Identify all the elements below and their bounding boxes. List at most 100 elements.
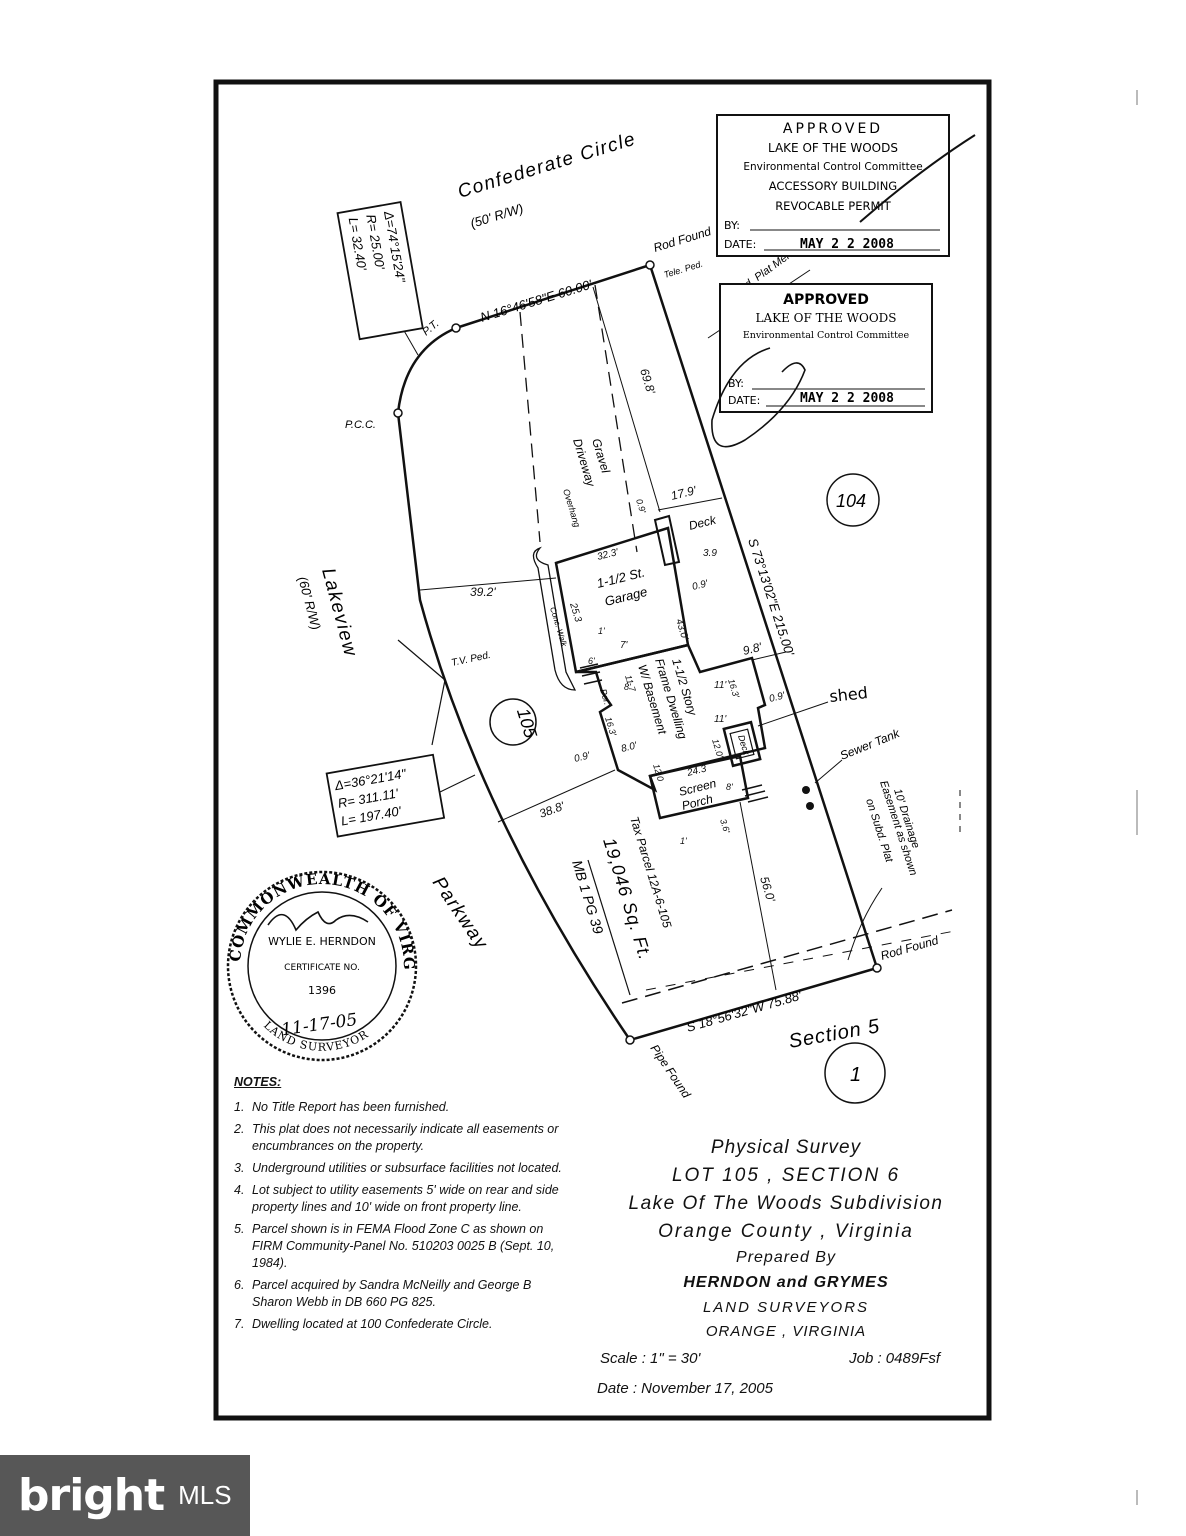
signature-stroke [859,134,976,223]
note-number: 6. [234,1278,245,1292]
survey-date: Date : November 17, 2005 [597,1380,773,1397]
dimension-text: 0.9' [691,578,710,593]
seal-signature [267,910,369,932]
dimension-line [419,577,557,591]
dimension-text: 3.9 [703,548,717,559]
lot-number: 1 [850,1064,861,1086]
stamp-title: APPROVED [783,121,883,137]
pcc-label: P.C.C. [345,419,376,431]
dimension-text: 1' [680,836,687,846]
stamp-line: Environmental Control Committee [743,161,922,173]
sewer-tank [802,786,810,794]
leader-line [439,774,476,793]
lot-number: 105 [513,706,541,742]
scale-job-row: Scale : 1" = 30' Job : 0489Fsf [600,1350,940,1367]
prepared-by-label: Prepared By [736,1249,836,1266]
drainage-leader [847,887,883,961]
overhang-label: Overhang [561,488,582,529]
bearing-top: N 16°46'58"E 60.00' [478,276,594,324]
lot-circle [826,473,880,527]
rod-found-label: Rod Found [879,933,940,963]
pipe-found-marker [625,1035,635,1045]
street-label-lakeview: Lakeview [317,566,361,660]
underline [587,859,631,996]
tv-pedestal-line [397,639,446,681]
easement-line [645,929,961,991]
dimension-text: 25.3 [567,601,584,624]
dimension-text: 8.0' [620,740,639,755]
shed-footprint [722,720,762,768]
note-item: 2. This plat does not necessarily indica… [234,1121,574,1155]
note-number: 5. [234,1222,245,1236]
brand-logo-text: bright [18,1470,165,1521]
stamp-title: APPROVED [783,292,869,308]
porch-steps [579,663,769,803]
dimension-line [497,769,616,823]
dimension-text: 43.0' [673,618,690,643]
rod-found-label: Rod Found [652,224,713,255]
dimension-text: 12.0' [710,738,725,760]
sewer-tank-label: Sewer Tank [838,726,903,763]
street-row-lakeview: (60' R/W) [295,575,324,632]
seal-cert-label: CERTIFICATE NO. [284,963,360,973]
plat-border [213,79,992,1421]
pipe-found-label: Pipe Found [648,1042,694,1101]
scale-text: Scale : 1" = 30' [600,1350,701,1367]
deck-footprint [653,514,681,567]
seal-name: WYLIE E. HERNDON [268,935,376,948]
tv-pedestal-line [431,679,446,746]
dimension-line [751,651,787,661]
tv-ped-label: T.V. Ped. [450,650,491,669]
property-boundary [396,263,879,1042]
lot-section: LOT 105 , SECTION 6 [671,1165,901,1186]
notes-section: NOTES: 1. No Title Report has been furni… [234,1074,574,1338]
dimension-text: 17.9' [669,483,698,503]
street-row-confederate: (50' R/W) [468,201,524,231]
dimension-text: 1' [598,626,605,636]
note-text: Parcel acquired by Sandra McNeilly and G… [252,1278,532,1309]
driveway-edge [519,311,541,543]
dimension-text: 0.9' [634,498,648,515]
dimension-text: 32.3' [596,547,620,563]
pt-marker [451,323,461,333]
pcc-marker [393,408,403,418]
note-text: This plat does not necessarily indicate … [252,1122,559,1153]
note-number: 3. [234,1161,245,1175]
note-number: 7. [234,1317,245,1331]
dimension-line [739,801,777,991]
dimension-text: 38.8' [537,799,567,821]
notes-title: NOTES: [234,1075,282,1089]
bearing-bottom: S 18°56'32"W 75.88' [685,988,804,1035]
note-number: 2. [234,1122,245,1136]
street-label-parkway: Parkway [428,873,492,954]
dimension-text: 11.7 [623,674,638,694]
firm-type: LAND SURVEYORS [702,1299,870,1316]
dimension-text: 16.3' [726,678,741,700]
driveway-edge [594,284,638,553]
lot-number: 104 [836,491,866,511]
firm-location: ORANGE , VIRGINIA [705,1323,867,1340]
dimension-text: 0.9' [573,750,592,765]
survey-type: Physical Survey [710,1137,862,1158]
approval-stamp-accessory: APPROVED LAKE OF THE WOODS Environmental… [716,114,976,257]
dimension-text: 11' [714,680,727,691]
dimension-text: 11' [714,714,727,725]
dimension-text: 6' [588,656,595,666]
section-5-label: Section 5 [787,1015,882,1053]
dimension-text: 0.9' [768,690,787,705]
note-item: 3. Underground utilities or subsurface f… [234,1160,574,1177]
note-text: No Title Report has been furnished. [252,1100,450,1114]
stamp-date-label: DATE: [728,394,760,407]
deck-label: Deck [687,512,718,532]
stamp-by: BY: [728,377,744,390]
dimension-text: 8' [624,682,631,692]
dimension-text: 3.6' [718,818,732,835]
dimension-text: 56.0' [757,875,778,904]
tele-ped-label: Tele. Ped. [663,259,704,280]
stamp-line: Environmental Control Committee [743,330,910,341]
stamp-line: LAKE OF THE WOODS [768,141,898,155]
mb-label: MB 1 PG 39 [569,858,607,936]
dimension-line [657,497,723,511]
dimension-text: 69.8' [637,367,658,396]
